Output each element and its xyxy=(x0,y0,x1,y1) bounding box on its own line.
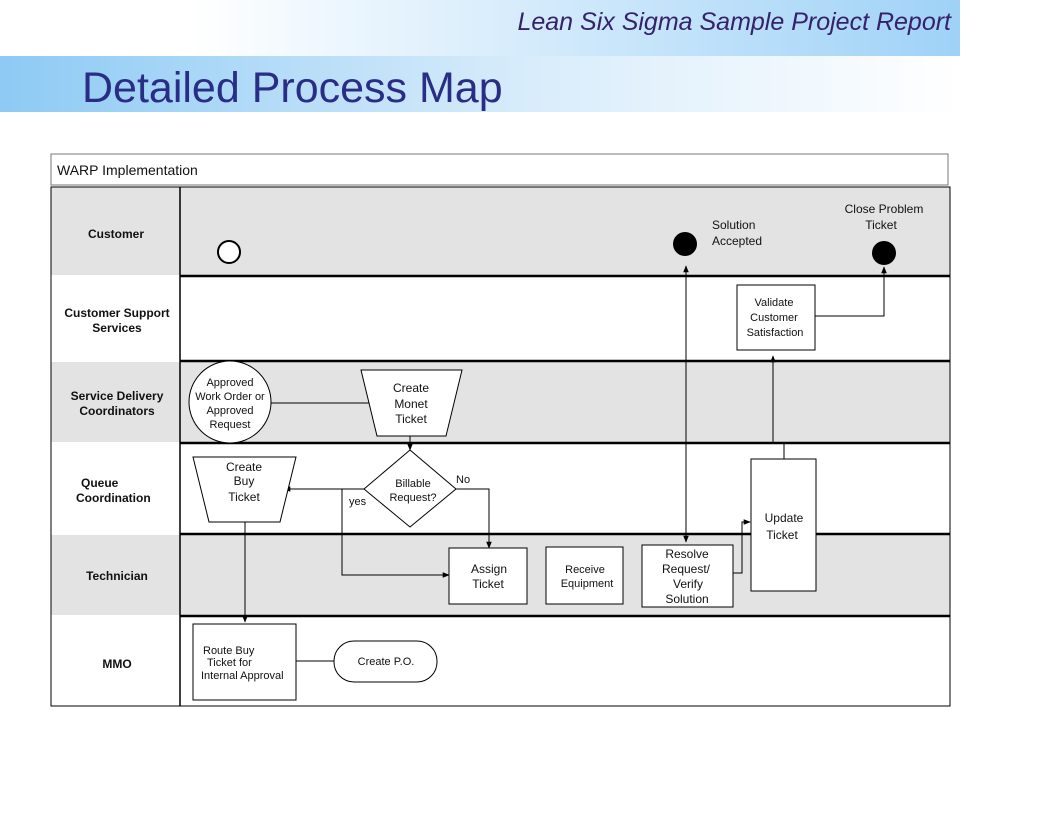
assign-ticket-line2: Ticket xyxy=(472,577,504,591)
assign-ticket-box xyxy=(448,547,528,605)
lane-label-technician: Technician xyxy=(86,569,148,583)
start-event xyxy=(217,240,241,264)
receive-equipment-line1: Receive xyxy=(565,564,605,576)
lane-customer xyxy=(51,187,950,275)
create-monet-line1: Create xyxy=(393,381,429,395)
route-buy-line2: Ticket for xyxy=(207,657,252,669)
lane-label-sdc-line2: Coordinators xyxy=(79,404,155,418)
solution-accepted-event xyxy=(673,232,697,256)
page-title: Detailed Process Map xyxy=(82,64,503,112)
resolve-line3: Verify xyxy=(673,577,703,591)
billable-line1: Billable xyxy=(395,478,430,490)
report-subtitle: Lean Six Sigma Sample Project Report xyxy=(517,8,951,36)
create-buy-line1: Create xyxy=(226,460,262,474)
billable-line2: Request? xyxy=(389,492,436,504)
route-buy-line3: Internal Approval xyxy=(201,670,284,682)
create-buy-line2: Buy xyxy=(234,474,255,488)
lane-mmo xyxy=(51,617,950,706)
create-monet-line2: Monet xyxy=(394,397,428,411)
validate-line3: Satisfaction xyxy=(747,327,804,339)
validate-satisfaction-box xyxy=(736,284,816,351)
route-buy-ticket-box xyxy=(192,623,297,701)
update-ticket-line1: Update xyxy=(765,511,804,525)
resolve-line4: Solution xyxy=(665,592,708,606)
lane-label-sdc-line1: Service Delivery xyxy=(71,389,164,403)
solution-accepted-line2: Accepted xyxy=(712,234,762,248)
connectors xyxy=(242,265,887,662)
lane-grid xyxy=(50,186,951,707)
header-title-band xyxy=(0,56,960,112)
lane-label-queue-line1: Queue xyxy=(81,476,119,490)
close-problem-event xyxy=(872,241,896,265)
create-buy-ticket-node xyxy=(192,456,297,523)
approved-line2: Work Order or xyxy=(195,391,265,403)
create-buy-line3: Ticket xyxy=(228,490,260,504)
decision-yes-label: yes xyxy=(349,496,367,508)
close-problem-line2: Ticket xyxy=(865,218,897,232)
decision-no-label: No xyxy=(456,474,470,486)
solution-accepted-line1: Solution xyxy=(712,218,755,232)
lane-label-css-line2: Services xyxy=(92,321,142,335)
receive-equipment-box xyxy=(545,546,624,605)
lane-label-queue-line2: Coordination xyxy=(76,491,151,505)
close-problem-line1: Close Problem xyxy=(845,202,924,216)
header-top-band xyxy=(0,0,960,56)
resolve-line2: Request/ xyxy=(662,562,711,576)
create-po-label: Create P.O. xyxy=(358,656,415,668)
route-buy-line1: Route Buy xyxy=(203,645,255,657)
approved-line4: Request xyxy=(210,419,251,431)
billable-request-decision xyxy=(363,449,457,528)
lane-label-mmo: MMO xyxy=(102,657,131,671)
approved-work-order-node xyxy=(188,360,272,444)
lane-label-css-line1: Customer Support xyxy=(64,306,169,320)
create-po-terminator xyxy=(333,640,438,683)
lane-service-delivery xyxy=(51,362,950,442)
assign-ticket-line1: Assign xyxy=(471,562,507,576)
validate-line2: Customer xyxy=(750,312,798,324)
receive-equipment-line2: Equipment xyxy=(561,578,614,590)
create-monet-ticket-node xyxy=(360,369,463,437)
lane-label-customer: Customer xyxy=(88,227,144,241)
create-monet-line3: Ticket xyxy=(395,412,427,426)
update-ticket-box xyxy=(750,458,817,592)
validate-line1: Validate xyxy=(755,297,794,309)
resolve-line1: Resolve xyxy=(665,547,709,561)
resolve-request-box xyxy=(641,544,734,608)
pool-title-box xyxy=(50,153,949,186)
update-ticket-line2: Ticket xyxy=(766,528,798,542)
pool-title: WARP Implementation xyxy=(57,162,198,178)
approved-line3: Approved xyxy=(206,405,253,417)
approved-line1: Approved xyxy=(206,377,253,389)
